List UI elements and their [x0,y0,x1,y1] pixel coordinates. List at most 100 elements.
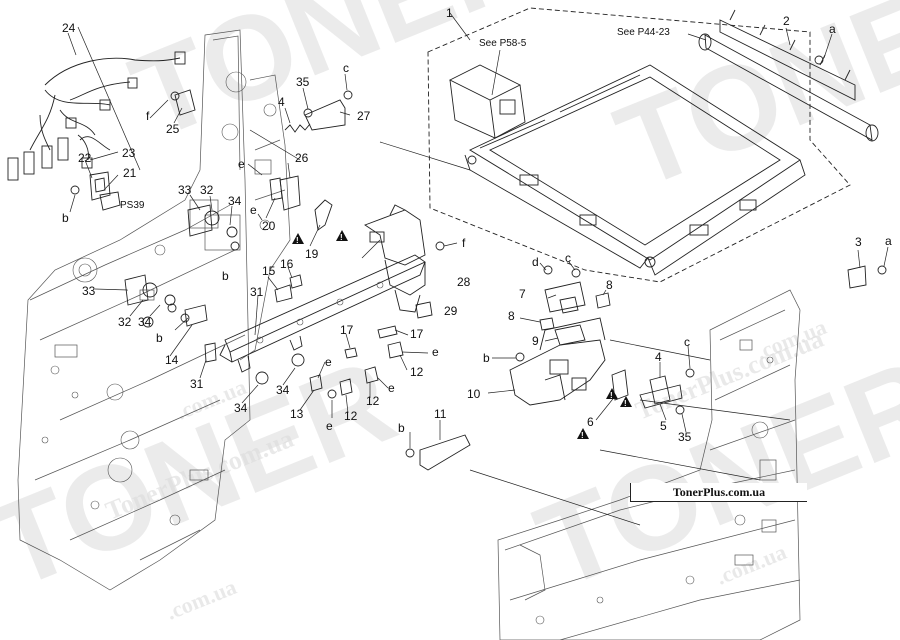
bracket-5 [639,384,683,409]
callout-25: 25 [166,122,180,136]
callout-21: 21 [123,166,137,180]
part-12 [387,341,404,359]
part-13 [309,374,323,392]
label-e: e [432,345,439,359]
roller-assembly-2 [698,9,879,142]
callout-33: 33 [178,183,192,197]
callout-33: 33 [82,284,96,298]
label-e: e [250,203,257,217]
svg-text:!: ! [624,399,627,408]
callout-13: 13 [290,407,304,421]
callout-32: 32 [200,183,214,197]
label-e: e [388,381,395,395]
label-e: e [326,419,333,433]
callout-12: 12 [410,365,424,379]
svg-text:!: ! [296,236,299,245]
callout-28: 28 [457,275,471,289]
callout-20: 20 [262,219,276,233]
callout-34: 34 [228,194,242,208]
reference-note-p58: See P58-5 [479,38,527,49]
bracket-14 [184,304,208,327]
harness-23 [77,134,89,161]
bracket-20 [269,177,283,201]
callout-29: 29 [444,304,458,318]
label-b: b [398,421,405,435]
label-c: c [565,251,571,265]
label-a: a [829,22,836,36]
bracket-25 [174,89,196,116]
callout-22: 22 [78,151,92,165]
callout-34: 34 [234,401,248,415]
label-e: e [325,355,332,369]
callout-1: 1 [446,6,453,20]
warning-triangle-icon: ! [292,233,304,245]
part-8 [539,317,555,331]
plate-31 [204,342,217,363]
bracket-assembly-10 [509,317,606,406]
callout-8: 8 [508,309,515,323]
part-9 [554,324,586,346]
washer-34 [291,353,305,367]
part-17 [344,347,358,359]
washer-34 [255,371,269,385]
callout-11: 11 [434,407,447,421]
callout-27: 27 [357,109,371,123]
bracket-19 [314,199,333,231]
callout-9: 9 [532,334,539,348]
watermark-text: TONER [115,0,553,164]
part-12 [364,366,379,384]
label-b: b [222,269,229,283]
warning-triangle-icon: ! [336,230,348,242]
label-e: e [238,157,245,171]
leader-lines [67,12,889,526]
callout-16: 16 [280,257,294,271]
label-f: f [462,236,466,250]
left-frame [17,29,251,591]
callout-34: 34 [138,315,152,329]
gear-group-upper [187,204,238,238]
callout-4: 4 [655,350,662,364]
bracket-26 [279,175,301,211]
callout-35: 35 [678,430,692,444]
label-b: b [483,351,490,365]
bracket-27 [304,99,346,131]
reference-note-p44: See P44-23 [617,27,670,38]
callout-6: 6 [587,415,594,429]
callout-35: 35 [296,75,310,89]
warning-triangle-icon: ! [577,428,589,440]
callout-12: 12 [366,394,380,408]
label-b: b [156,331,163,345]
callout-12: 12 [344,409,358,423]
callout-34: 34 [276,383,290,397]
label-b: b [62,211,69,225]
warning-triangle-icon: ! [606,388,618,400]
part-17 [377,325,398,339]
cleaner-box [448,64,526,139]
callout-19: 19 [305,247,319,261]
screws [167,55,887,458]
callout-5: 5 [660,419,667,433]
connector-23 [81,157,93,169]
wiring-harness-24 [7,51,186,181]
bracket-11 [419,434,471,471]
watermark-site: .com.ua [163,574,240,625]
gear-group-lower [124,274,176,328]
block-7 [544,281,586,313]
part-16 [289,274,303,289]
callout-3: 3 [855,235,862,249]
callout-26: 26 [295,151,309,165]
sensor-ps39-assembly [70,171,121,211]
warning-triangle-icon: ! [620,396,632,408]
bracket-6 [611,369,629,401]
site-label: TonerPlus.com.ua [630,483,807,502]
callout-32: 32 [118,315,132,329]
part-7-insert [559,296,579,314]
label-c: c [343,61,349,75]
part-15 [274,284,293,303]
bracket-28 [364,204,426,313]
callout-15: 15 [262,264,276,278]
warning-icons: ! ! ! ! ! [292,230,632,440]
inner-frame [239,74,291,361]
callout-17: 17 [410,327,424,341]
